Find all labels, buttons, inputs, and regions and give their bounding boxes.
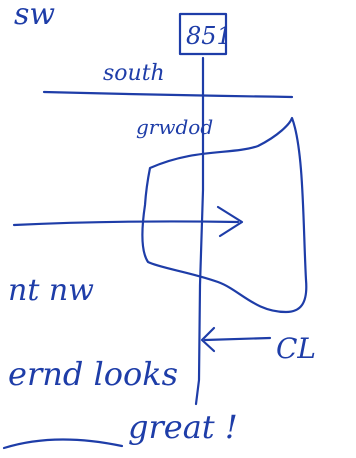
- box-number: 851: [186, 22, 232, 50]
- south-label: south: [103, 61, 165, 86]
- cut-note: nt nw: [8, 273, 94, 308]
- area-outline: [141, 116, 308, 314]
- centerline-label: CL: [276, 332, 316, 365]
- area-label: grwdod: [136, 115, 213, 139]
- pointer-head: [200, 326, 216, 353]
- comment-line-1: ernd looks: [8, 355, 178, 393]
- arrow-head: [216, 205, 244, 238]
- south-boundary-line: [42, 90, 294, 99]
- corner-note: sw: [14, 0, 55, 32]
- number-box: [178, 12, 228, 56]
- arrow-shaft: [12, 220, 240, 227]
- bottom-curve: [2, 438, 124, 450]
- centerline-pointer: [203, 336, 272, 342]
- centerline: [194, 56, 205, 406]
- comment-line-2: great !: [128, 408, 238, 446]
